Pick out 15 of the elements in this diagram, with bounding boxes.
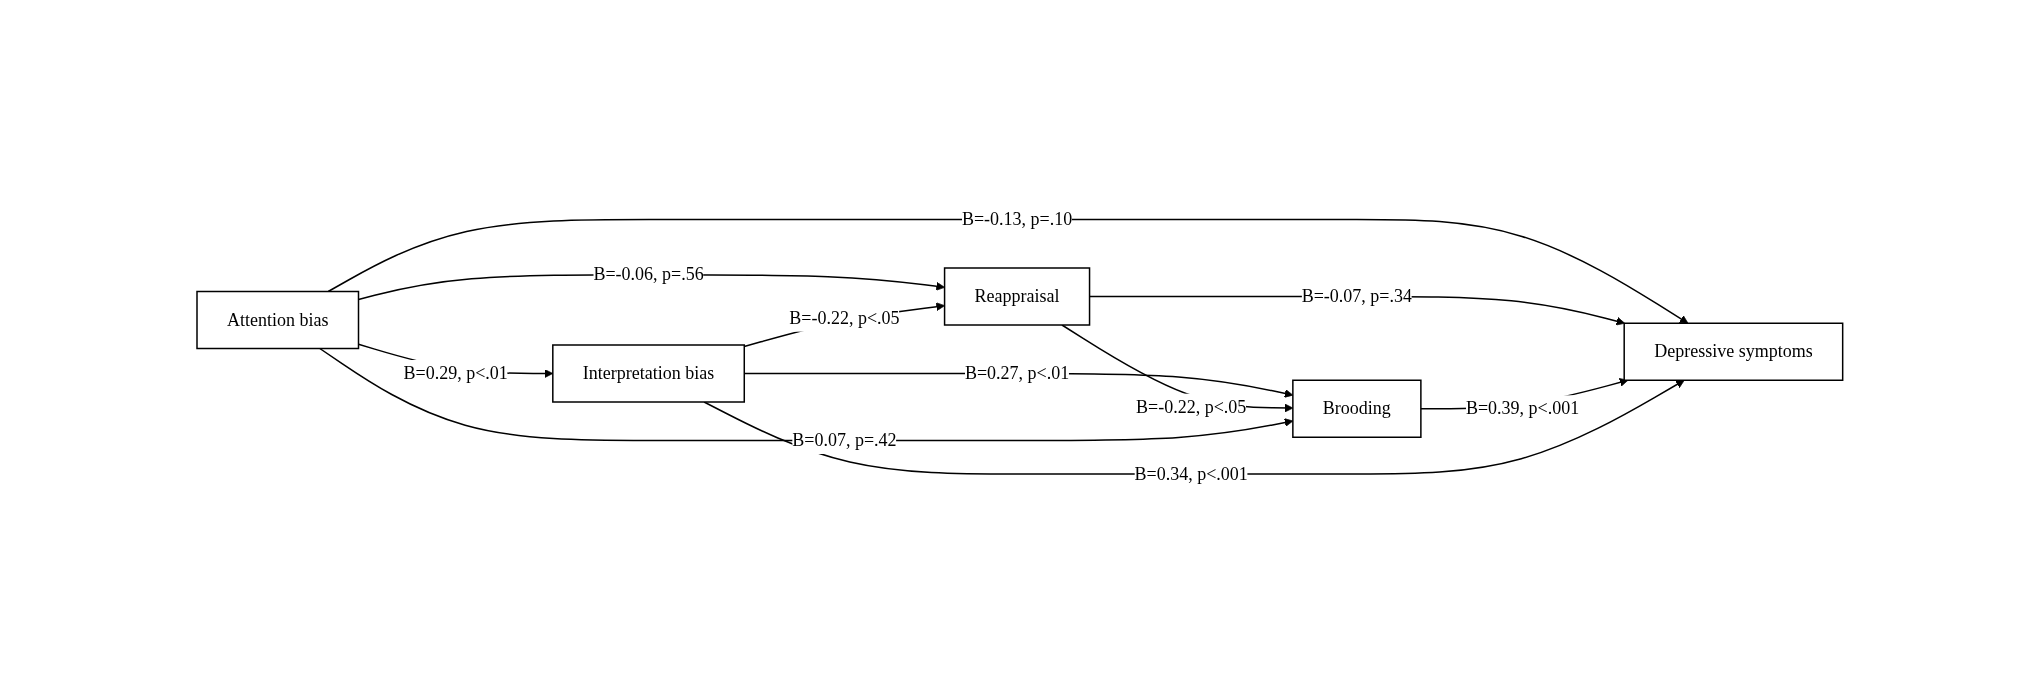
node-box: Brooding [1292, 379, 1422, 438]
node-box: Reappraisal [944, 267, 1091, 326]
edge-label: B=-0.22, p<.05 [1136, 396, 1247, 417]
edge-label: B=0.07, p=.42 [792, 429, 897, 450]
edge-label: B=0.39, p<.001 [1466, 398, 1580, 418]
edge-label: B=-0.06, p=.56 [593, 264, 704, 284]
edge-label: B=-0.13, p=.10 [962, 208, 1073, 229]
node-box: Interpretation bias [552, 344, 746, 403]
edge-label: B=-0.07, p=.34 [1301, 285, 1413, 306]
node-box: Attention bias [196, 290, 360, 349]
edge-label: B=0.27, p<.01 [965, 362, 1070, 383]
edge-label: B=-0.22, p<.05 [789, 307, 900, 328]
edge-label: B=0.34, p<.001 [1134, 463, 1249, 484]
node-box: Depressive symptoms [1623, 322, 1844, 381]
edge-label: B=0.29, p<.01 [403, 362, 508, 383]
